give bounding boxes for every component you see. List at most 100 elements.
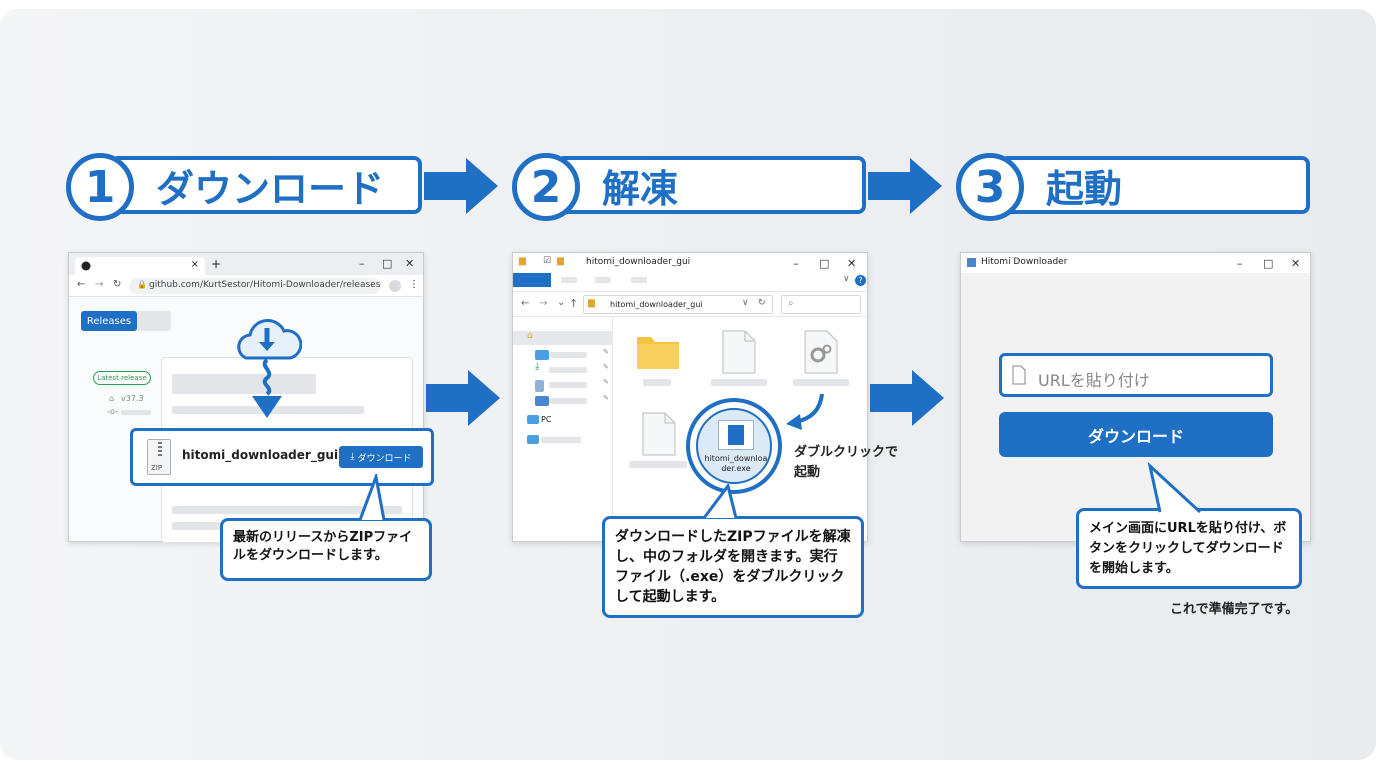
step-3-box: 起動 [1000, 156, 1310, 214]
explorer-title: hitomi_downloader_gui [586, 257, 691, 267]
url-input[interactable]: URLを貼り付け [999, 353, 1273, 397]
sidebar-item-network[interactable] [541, 437, 581, 443]
browser-toolbar: ← → ↻ 🔒 github.com/KurtSestor/Hitomi-Dow… [69, 275, 423, 297]
step-3-number: 3 [956, 153, 1024, 221]
tag-icon: ⌂ [109, 394, 115, 403]
footer-note: これで準備完了です。 [1170, 602, 1299, 617]
version-label: v37.3 [121, 394, 144, 403]
file-label-placeholder-2 [793, 379, 849, 386]
path-folder-icon: ▆ [588, 298, 595, 308]
zip-download-button[interactable]: ⤓ダウンロード [339, 446, 423, 468]
minimize-icon[interactable]: – [359, 257, 365, 270]
cloud-download-icon [237, 319, 302, 418]
explorer-sidebar: ⌂ ✎ ⤓✎ ✎ ✎ PC [513, 317, 613, 543]
callout-1-pointer [358, 474, 386, 521]
path-refresh-icon[interactable]: ↻ [758, 298, 766, 308]
explorer-check-icon: ☑ [543, 256, 552, 266]
exe-highlight-circle: hitomi_downloader.exe [686, 398, 782, 494]
file-label-placeholder-1 [711, 379, 767, 386]
download-arrow-icon: ⤓ [350, 452, 355, 462]
sidebar-home[interactable]: ⌂ [513, 331, 613, 345]
back-icon[interactable]: ← [77, 279, 86, 290]
releases-tab[interactable]: Releases [81, 311, 137, 331]
home-icon: ⌂ [527, 331, 533, 341]
menu-icon[interactable]: ⋮ [409, 279, 419, 290]
zip-download-label: ダウンロード [357, 453, 412, 464]
lock-icon: 🔒 [137, 280, 147, 289]
arrow-step-1-to-2 [424, 158, 498, 214]
step-2-number: 2 [512, 153, 580, 221]
step-1-number: 1 [66, 153, 134, 221]
sidebar-item-1[interactable] [549, 352, 587, 358]
network-icon [527, 435, 539, 444]
new-tab-icon[interactable]: + [211, 257, 222, 271]
url-placeholder: URLを貼り付け [1038, 371, 1150, 390]
explorer-search-input[interactable]: ⌕ [781, 295, 861, 314]
close-icon[interactable]: ✕ [405, 257, 415, 270]
explorer-close-icon[interactable]: ✕ [847, 257, 857, 270]
explorer-up-icon[interactable]: ↑ [569, 297, 579, 310]
callout-1: 最新のリリースからZIPファイルをダウンロードします。 [220, 518, 432, 581]
app-minimize-icon[interactable]: – [1237, 257, 1243, 270]
explorer-folder-small-icon: ▆ [557, 256, 564, 266]
app-title: Hitomi Downloader [981, 257, 1068, 267]
arrow-step-2-to-3 [868, 158, 942, 214]
forward-icon[interactable]: → [95, 279, 104, 290]
maximize-icon[interactable]: □ [382, 257, 393, 270]
file-icon-1 [722, 330, 756, 374]
zip-icon-label: ZIP [151, 464, 163, 472]
app-download-button[interactable]: ダウンロード [999, 412, 1273, 457]
explorer-recent-icon[interactable]: ⌄ [557, 297, 566, 308]
ribbon-expand-icon[interactable]: ∨ [843, 274, 850, 284]
pin-icon-2: ✎ [603, 363, 609, 371]
app-maximize-icon[interactable]: □ [1263, 257, 1274, 270]
callout-2-pointer [702, 484, 738, 519]
release-title-placeholder [172, 374, 316, 394]
commit-placeholder [121, 410, 151, 415]
path-dropdown-icon[interactable]: ∨ [742, 298, 749, 308]
commit-icon: -o- [107, 407, 118, 416]
callout-3: メイン画面にURLを貼り付け、ボタンをクリックしてダウンロードを開始します。 [1076, 508, 1302, 589]
arrow-mid-2-to-3 [870, 370, 944, 426]
pin-icon-4: ✎ [603, 394, 609, 402]
help-icon[interactable]: ? [855, 275, 866, 286]
browser-tab[interactable]: × [75, 257, 205, 275]
step-1-box: ダウンロード [110, 156, 422, 214]
double-click-arrow [786, 393, 824, 430]
ribbon-file-tab[interactable] [513, 273, 551, 287]
explorer-maximize-icon[interactable]: □ [819, 257, 830, 270]
explorer-path-bar[interactable]: ▆ hitomi_downloader_gui ∨ ↻ [583, 295, 773, 314]
app-logo-icon [967, 258, 976, 267]
ribbon-tab-1[interactable] [561, 277, 577, 283]
reload-icon[interactable]: ↻ [113, 279, 122, 290]
explorer-path: hitomi_downloader_gui [610, 300, 703, 309]
exe-filename: hitomi_downloader.exe [704, 454, 768, 473]
ribbon-tab-2[interactable] [595, 277, 611, 283]
step-3-label: 起動 [1046, 166, 1123, 211]
releases-tab-group: Releases [81, 311, 171, 331]
pictures-icon [535, 396, 549, 406]
document-icon [1012, 365, 1026, 385]
desktop-icon [535, 350, 549, 360]
step-2-box: 解凍 [556, 156, 866, 214]
address-bar[interactable]: 🔒 github.com/KurtSestor/Hitomi-Downloade… [129, 278, 381, 294]
zip-file-card: ZIP hitomi_downloader_gui.zip ⤓ダウンロード [130, 428, 434, 486]
explorer-forward-icon[interactable]: → [539, 298, 548, 309]
explorer-back-icon[interactable]: ← [521, 298, 530, 309]
app-close-icon[interactable]: ✕ [1291, 257, 1301, 270]
ribbon-tab-3[interactable] [631, 277, 647, 283]
sidebar-item-4[interactable] [549, 398, 587, 404]
github-icon [81, 261, 91, 271]
pin-icon-1: ✎ [603, 348, 609, 356]
explorer-minimize-icon[interactable]: – [793, 257, 799, 270]
sidebar-item-2[interactable] [549, 367, 587, 373]
pc-icon [527, 415, 539, 424]
profile-avatar[interactable] [389, 280, 401, 292]
exe-file-item[interactable]: hitomi_downloader.exe [696, 408, 772, 484]
tab-close-icon[interactable]: × [190, 259, 199, 270]
sidebar-item-3[interactable] [549, 382, 587, 388]
sidebar-pc-label[interactable]: PC [541, 415, 552, 424]
documents-icon [535, 380, 544, 392]
subfolder-icon [637, 337, 679, 369]
subfolder-label-placeholder [643, 379, 671, 386]
